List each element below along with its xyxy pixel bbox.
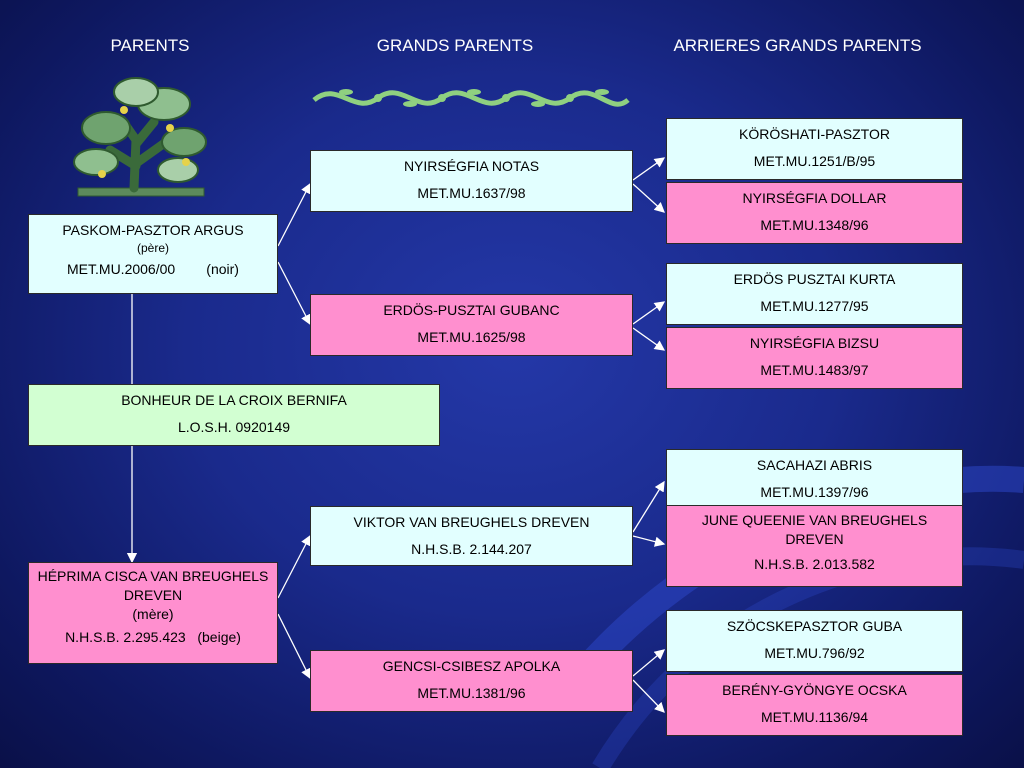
great-grandparent-box[interactable]: BERÉNY-GYÖNGYE OCSKA MET.MU.1136/94 [666, 674, 963, 736]
sire-registration: MET.MU.2006/00 (noir) [67, 261, 239, 278]
great-grandparent-registration: MET.MU.1251/B/95 [753, 152, 876, 169]
great-grandparent-box[interactable]: SACAHAZI ABRIS MET.MU.1397/96 [666, 449, 963, 509]
connector-sire-gp1 [277, 182, 311, 247]
grandparent-box[interactable]: NYIRSÉGFIA NOTAS MET.MU.1637/98 [310, 150, 633, 212]
great-grandparent-registration: MET.MU.1483/97 [760, 361, 869, 378]
great-grandparent-name: KÖRÖSHATI-PASZTOR [739, 126, 890, 142]
header-parents: PARENTS [110, 36, 190, 55]
connector-gp1-ggp2 [632, 183, 665, 213]
connector-gp3-ggp6 [632, 535, 666, 547]
great-grandparent-name: SACAHAZI ABRIS [756, 457, 873, 473]
connector-gp2-ggp3 [632, 301, 666, 325]
great-grandparent-name: ERDÖS PUSZTAI KURTA [733, 271, 896, 287]
dam-role: (mère) [132, 605, 174, 622]
great-grandparent-box[interactable]: KÖRÖSHATI-PASZTOR MET.MU.1251/B/95 [666, 118, 963, 180]
great-grandparent-box[interactable]: JUNE QUEENIE VAN BREUGHELS DREVEN N.H.S.… [666, 505, 963, 587]
great-grandparent-registration: MET.MU.1277/95 [760, 297, 869, 314]
dam-registration: N.H.S.B. 2.295.423 (beige) [65, 628, 241, 645]
dam-name: HÉPRIMA CISCA VAN BREUGHELS DREVEN [37, 568, 269, 603]
header-great-grandparents: ARRIERES GRANDS PARENTS [673, 36, 922, 55]
grandparent-name: NYIRSÉGFIA NOTAS [403, 158, 540, 174]
great-grandparent-name: SZÖCSKEPASZTOR GUBA [726, 618, 903, 634]
subject-registration: L.O.S.H. 0920149 [177, 418, 291, 435]
great-grandparent-box[interactable]: SZÖCSKEPASZTOR GUBA MET.MU.796/92 [666, 610, 963, 672]
connector-dam-gp4 [277, 613, 311, 680]
great-grandparent-registration: MET.MU.1348/96 [760, 216, 869, 233]
subject-name: BONHEUR DE LA CROIX BERNIFA [121, 392, 347, 408]
grandparent-registration: N.H.S.B. 2.144.207 [411, 540, 532, 557]
great-grandparent-box[interactable]: NYIRSÉGFIA DOLLAR MET.MU.1348/96 [666, 182, 963, 244]
connector-gp1-ggp1 [632, 157, 666, 181]
great-grandparent-registration: MET.MU.1397/96 [760, 483, 869, 500]
connector-gp4-ggp8 [632, 679, 665, 713]
header-grandparents: GRANDS PARENTS [376, 36, 534, 55]
sire-role: (père) [136, 240, 169, 255]
dam-box[interactable]: HÉPRIMA CISCA VAN BREUGHELS DREVEN (mère… [28, 562, 278, 664]
great-grandparent-name: BERÉNY-GYÖNGYE OCSKA [722, 682, 907, 698]
great-grandparent-registration: MET.MU.796/92 [764, 644, 865, 661]
grandparent-registration: MET.MU.1637/98 [417, 184, 526, 201]
grandparent-box[interactable]: GENCSI-CSIBESZ APOLKA MET.MU.1381/96 [310, 650, 633, 712]
sire-name: PASKOM-PASZTOR ARGUS [62, 222, 244, 238]
floral-ornament-icon [312, 89, 630, 107]
great-grandparent-name: NYIRSÉGFIA BIZSU [749, 335, 880, 351]
connector-sire-gp2 [277, 261, 311, 326]
sire-box[interactable]: PASKOM-PASZTOR ARGUS (père) MET.MU.2006/… [28, 214, 278, 294]
grandparent-name: ERDÖS-PUSZTAI GUBANC [383, 302, 560, 318]
great-grandparent-name: JUNE QUEENIE VAN BREUGHELS DREVEN [701, 512, 928, 547]
connector-dam-gp3 [277, 534, 311, 599]
great-grandparent-name: NYIRSÉGFIA DOLLAR [742, 190, 887, 206]
tree-icon [73, 77, 207, 197]
grandparent-name: GENCSI-CSIBESZ APOLKA [382, 658, 561, 674]
great-grandparent-box[interactable]: ERDÖS PUSZTAI KURTA MET.MU.1277/95 [666, 263, 963, 325]
great-grandparent-box[interactable]: NYIRSÉGFIA BIZSU MET.MU.1483/97 [666, 327, 963, 389]
subject-box[interactable]: BONHEUR DE LA CROIX BERNIFA L.O.S.H. 092… [28, 384, 440, 446]
great-grandparent-registration: N.H.S.B. 2.013.582 [754, 555, 875, 572]
grandparent-registration: MET.MU.1625/98 [417, 328, 526, 345]
grandparent-registration: MET.MU.1381/96 [417, 684, 526, 701]
connector-gp2-ggp4 [632, 327, 666, 351]
grandparent-box[interactable]: ERDÖS-PUSZTAI GUBANC MET.MU.1625/98 [310, 294, 633, 356]
great-grandparent-registration: MET.MU.1136/94 [760, 708, 869, 725]
connector-gp4-ggp7 [632, 649, 665, 677]
grandparent-box[interactable]: VIKTOR VAN BREUGHELS DREVEN N.H.S.B. 2.1… [310, 506, 633, 566]
connector-gp3-ggp5 [632, 480, 665, 533]
grandparent-name: VIKTOR VAN BREUGHELS DREVEN [353, 514, 590, 530]
